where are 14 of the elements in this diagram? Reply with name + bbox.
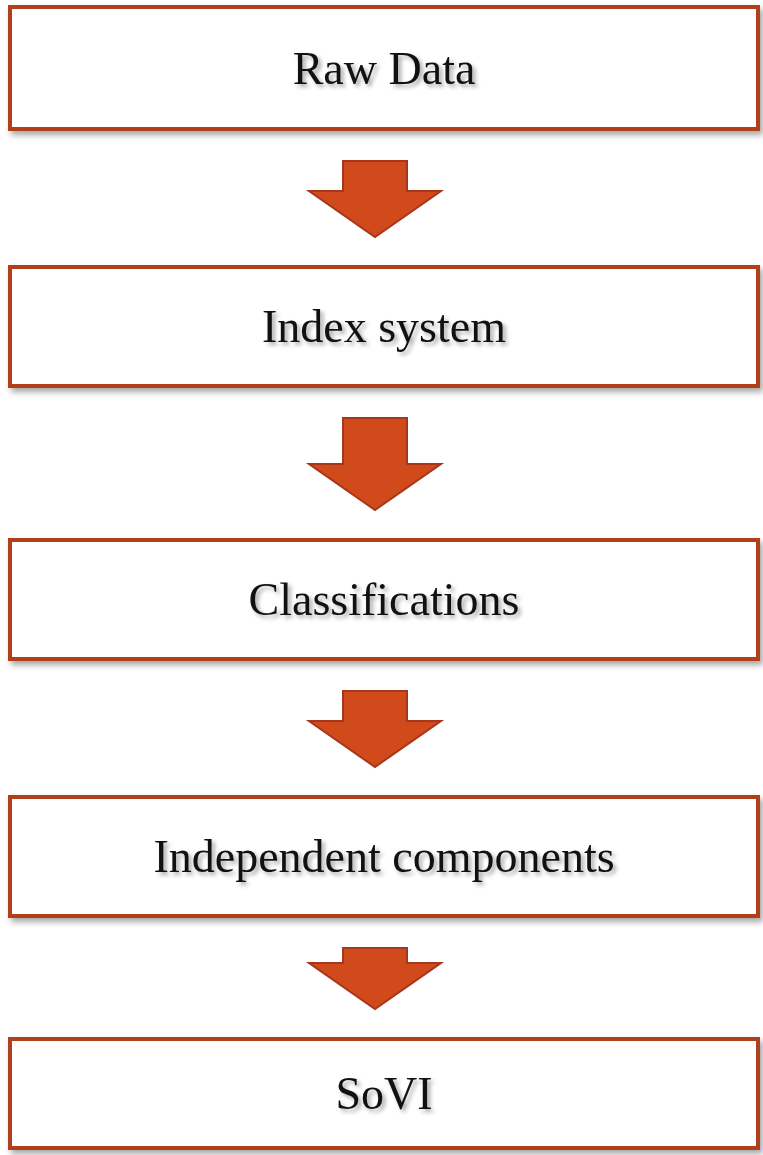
block-arrow — [305, 947, 445, 1011]
process-box — [8, 795, 760, 918]
box-label: Independent components — [153, 830, 615, 883]
process-box — [8, 5, 760, 131]
block-arrow — [305, 160, 445, 239]
process-box — [8, 538, 760, 661]
box-label: Index system — [262, 300, 506, 353]
box-label: Classifications — [248, 573, 520, 626]
block-arrow — [305, 417, 445, 512]
process-box — [8, 1037, 760, 1150]
process-box — [8, 265, 760, 388]
box-label: Raw Data — [292, 41, 476, 95]
box-label: SoVI — [335, 1067, 433, 1120]
block-arrow — [305, 690, 445, 769]
